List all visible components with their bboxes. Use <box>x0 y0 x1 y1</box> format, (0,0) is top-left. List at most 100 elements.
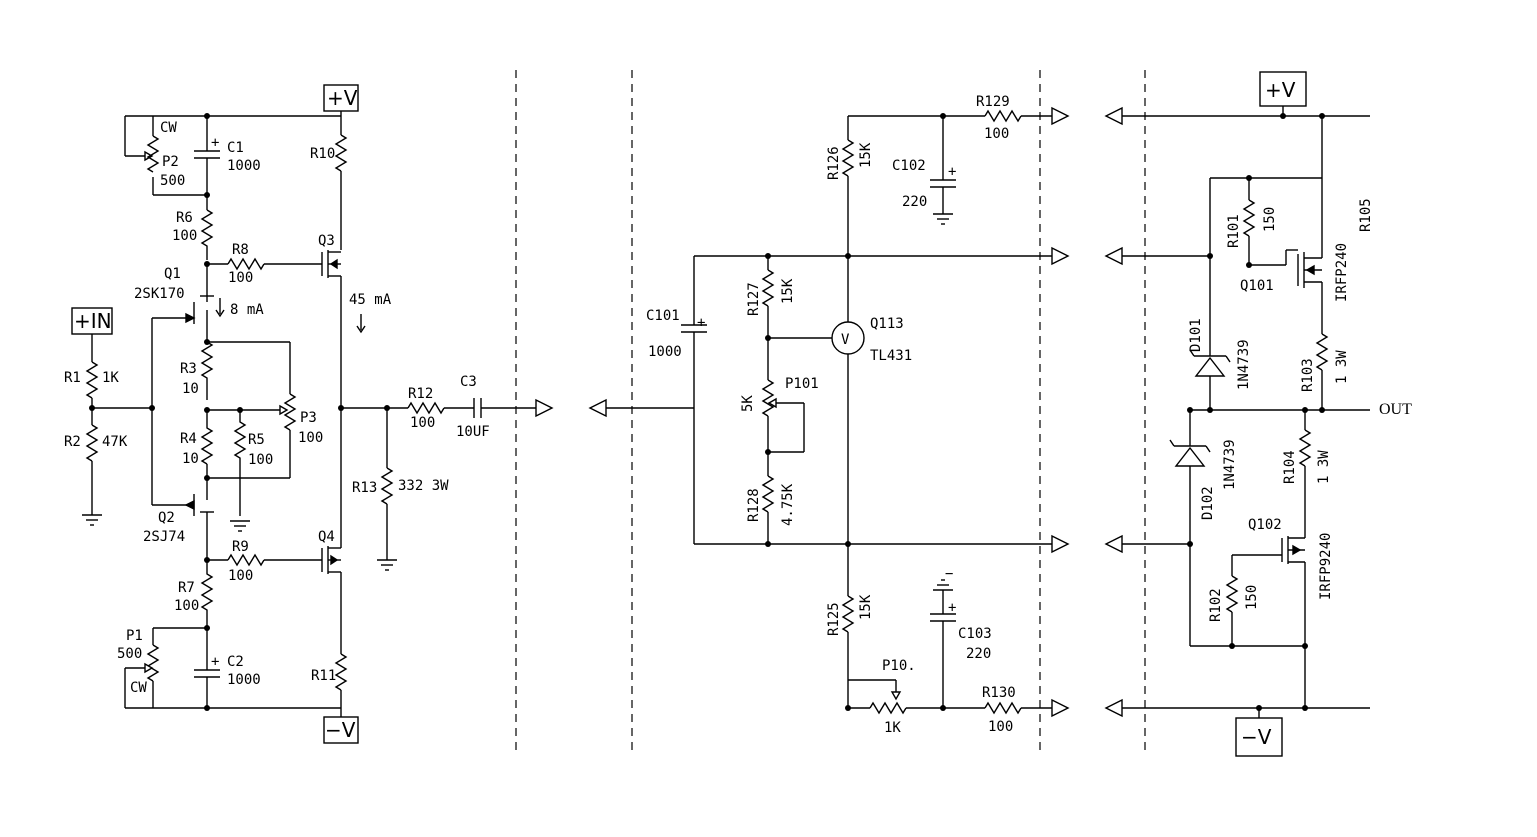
r8-ref: R8 <box>232 242 249 258</box>
c101-polarity: + <box>697 315 705 331</box>
p1-note: CW <box>130 680 147 696</box>
c103-ref: C103 <box>958 626 992 642</box>
p10-value: 1K <box>884 720 901 736</box>
r5-value: 100 <box>248 452 273 468</box>
pos-rail-label-out: +V <box>1265 78 1296 102</box>
c102-value: 220 <box>902 194 927 210</box>
p101-ref: P101 <box>785 376 819 392</box>
c1-polarity: + <box>211 135 219 151</box>
r101-value: 150 <box>1262 207 1278 232</box>
p2-ref: P2 <box>162 154 179 170</box>
q113-ref: Q113 <box>870 316 904 332</box>
c102-ref: C102 <box>892 158 926 174</box>
q1-part: 2SK170 <box>134 286 185 302</box>
p1-value: 500 <box>117 646 142 662</box>
c1-value: 1000 <box>227 158 261 174</box>
r127-value: 15K <box>780 278 796 304</box>
r13-ref: R13 <box>352 480 377 496</box>
neg-rail-box <box>323 716 359 744</box>
r3-value: 10 <box>182 381 199 397</box>
q4-ref: Q4 <box>318 529 335 545</box>
c103-value: 220 <box>966 646 991 662</box>
q101-ref: Q101 <box>1240 278 1274 294</box>
r130-value: 100 <box>988 719 1013 735</box>
output-label: OUT <box>1379 401 1412 418</box>
q2-part: 2SJ74 <box>143 529 185 545</box>
c2-ref: C2 <box>227 654 244 670</box>
p10-ref: P10. <box>882 658 916 674</box>
q113-symbol-label: V <box>841 332 850 348</box>
r9-value: 100 <box>228 568 253 584</box>
c102-polarity: + <box>948 164 956 180</box>
q3-ref: Q3 <box>318 233 335 249</box>
r104-ref: R104 <box>1282 450 1298 484</box>
d102-part: 1N4739 <box>1222 439 1238 490</box>
r126-ref: R126 <box>826 146 842 180</box>
r102-ref: R102 <box>1208 588 1224 622</box>
d101-ref: D101 <box>1188 318 1204 352</box>
p101-value: 5K <box>740 395 756 412</box>
c103-neg: − <box>945 566 953 582</box>
stage-1-front-end: +V CW P2 500 + C1 1000 R6 100 R8 10 <box>64 84 554 744</box>
d101-part: 1N4739 <box>1236 339 1252 390</box>
q1-ref: Q1 <box>164 266 181 282</box>
r130-ref: R130 <box>982 685 1016 701</box>
c1-ref: C1 <box>227 140 244 156</box>
stage-2-regulator: + C101 1000 R126 15K R129 100 + C102 220 <box>588 94 1070 736</box>
c101-value: 1000 <box>648 344 682 360</box>
r129-value: 100 <box>984 126 1009 142</box>
c2-value: 1000 <box>227 672 261 688</box>
p2-value: 500 <box>160 173 185 189</box>
c3-value: 10UF <box>456 424 490 440</box>
r4-ref: R4 <box>180 431 197 447</box>
q101-part: IRFP240 <box>1334 243 1350 302</box>
d102-ref: D102 <box>1200 486 1216 520</box>
section-dividers <box>515 70 1146 750</box>
r2-ref: R2 <box>64 434 81 450</box>
r7-value: 100 <box>174 598 199 614</box>
r4-value: 10 <box>182 451 199 467</box>
r126-value: 15K <box>858 142 874 168</box>
r129-ref: R129 <box>976 94 1010 110</box>
r1-value: 1K <box>102 370 119 386</box>
r101-ref: R101 <box>1226 214 1242 248</box>
p3-ref: P3 <box>300 410 317 426</box>
p1-ref: P1 <box>126 628 143 644</box>
r6-value: 100 <box>172 228 197 244</box>
pos-rail-label: +V <box>327 86 358 110</box>
r3-ref: R3 <box>180 361 197 377</box>
r125-ref: R125 <box>826 602 842 636</box>
c103-polarity: + <box>948 600 956 616</box>
bias-8ma: 8 mA <box>230 302 264 318</box>
r102-value: 150 <box>1244 585 1260 610</box>
r1-ref: R1 <box>64 370 81 386</box>
r12-ref: R12 <box>408 386 433 402</box>
q113-part: TL431 <box>870 348 912 364</box>
r9-ref: R9 <box>232 539 249 555</box>
c2-polarity: + <box>211 654 219 670</box>
p3-value: 100 <box>298 430 323 446</box>
r128-ref: R128 <box>746 488 762 522</box>
r11-ref: R11 <box>311 668 336 684</box>
bias-45ma: 45 mA <box>349 292 392 308</box>
r8-value: 100 <box>228 270 253 286</box>
neg-rail-label-out: −V <box>1241 725 1272 749</box>
r128-value: 4.75K <box>780 483 796 526</box>
r103-ref: R103 <box>1300 358 1316 392</box>
input-label: +IN <box>74 309 112 333</box>
r2-value: 47K <box>102 434 128 450</box>
r6-ref: R6 <box>176 210 193 226</box>
stage-3-output: +V R101 150 Q101 IRFP240 R105 <box>1104 71 1412 757</box>
r5-ref: R5 <box>248 432 265 448</box>
q102-part: IRFP9240 <box>1318 533 1334 600</box>
r103-value: 1 3W <box>1334 350 1350 384</box>
neg-rail-label: −V <box>325 718 356 742</box>
r13-value: 332 3W <box>398 478 449 494</box>
q102-ref: Q102 <box>1248 517 1282 533</box>
c101-ref: C101 <box>646 308 680 324</box>
p2-note: CW <box>160 120 177 136</box>
r125-value: 15K <box>858 594 874 620</box>
q2-ref: Q2 <box>158 510 175 526</box>
r10-ref: R10 <box>310 146 335 162</box>
